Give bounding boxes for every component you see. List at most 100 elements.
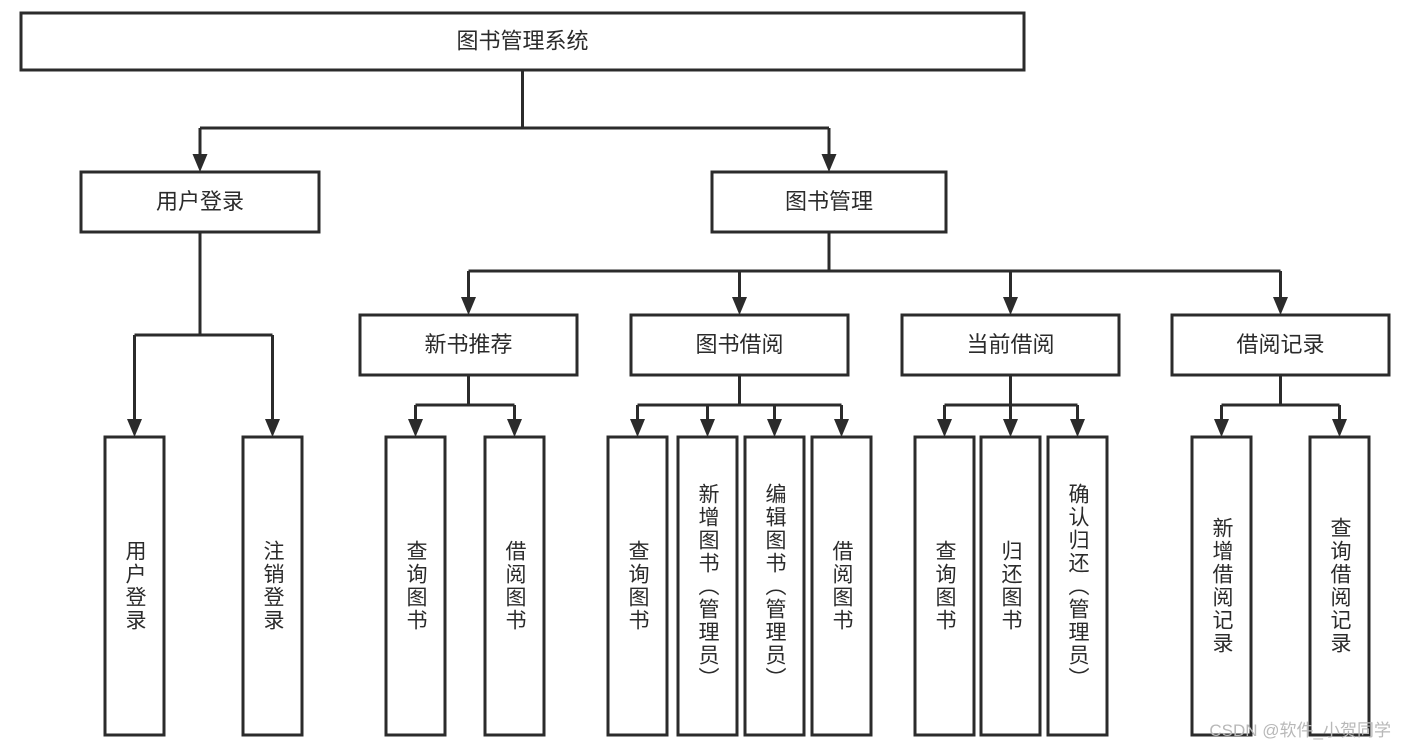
arrow-head-icon bbox=[767, 419, 782, 437]
arrow-head-icon bbox=[408, 419, 423, 437]
arrow-head-icon bbox=[1003, 297, 1018, 315]
arrow-head-icon bbox=[834, 419, 849, 437]
arrow-head-icon bbox=[732, 297, 747, 315]
connector-layer bbox=[127, 70, 1347, 437]
node-label-wrapper: 注销登录 bbox=[261, 540, 284, 632]
node-box[interactable] bbox=[606, 435, 669, 737]
node-label-wrapper: 用户登录 bbox=[123, 540, 146, 632]
node-leaf_3[interactable]: 借阅图书 bbox=[483, 435, 546, 737]
node-label: 查询图书 bbox=[404, 540, 427, 632]
arrow-head-icon bbox=[127, 419, 142, 437]
node-leaf_1[interactable]: 注销登录 bbox=[241, 435, 304, 737]
node-label-wrapper: 查询借阅记录 bbox=[1328, 517, 1351, 655]
node-l2_1[interactable]: 图书借阅 bbox=[629, 313, 850, 377]
node-box[interactable] bbox=[676, 435, 739, 737]
node-l2_0[interactable]: 新书推荐 bbox=[358, 313, 579, 377]
connector-group bbox=[630, 375, 849, 437]
node-leaf_10[interactable]: 确认归还（管理员） bbox=[1046, 435, 1109, 737]
connector-group bbox=[937, 375, 1085, 437]
arrow-head-icon bbox=[1070, 419, 1085, 437]
node-leaf_5[interactable]: 新增图书（管理员） bbox=[676, 435, 739, 737]
arrow-head-icon bbox=[1273, 297, 1288, 315]
arrow-head-icon bbox=[700, 419, 715, 437]
node-leaf_8[interactable]: 查询图书 bbox=[913, 435, 976, 737]
node-leaf_4[interactable]: 查询图书 bbox=[606, 435, 669, 737]
node-label: 借阅记录 bbox=[1236, 332, 1324, 357]
node-label-wrapper: 借阅图书 bbox=[830, 540, 853, 632]
arrow-head-icon bbox=[1003, 419, 1018, 437]
node-label-wrapper: 查询图书 bbox=[626, 540, 649, 632]
node-leaf_7[interactable]: 借阅图书 bbox=[810, 435, 873, 737]
node-box[interactable] bbox=[79, 170, 321, 234]
node-box[interactable] bbox=[1308, 435, 1371, 737]
node-box[interactable] bbox=[1190, 435, 1253, 737]
arrow-head-icon bbox=[821, 154, 837, 172]
arrow-head-icon bbox=[1214, 419, 1229, 437]
node-label: 图书管理 bbox=[785, 189, 873, 214]
node-box[interactable] bbox=[19, 11, 1026, 72]
node-label: 编辑图书（管理员） bbox=[763, 482, 786, 690]
node-leaf_0[interactable]: 用户登录 bbox=[103, 435, 166, 737]
node-label: 新书推荐 bbox=[424, 332, 512, 357]
node-label-wrapper: 新增借阅记录 bbox=[1210, 517, 1233, 655]
node-label-wrapper: 新增图书（管理员） bbox=[696, 482, 719, 690]
node-l2_2[interactable]: 当前借阅 bbox=[900, 313, 1121, 377]
node-leaf_9[interactable]: 归还图书 bbox=[979, 435, 1042, 737]
connector-group bbox=[127, 232, 280, 437]
node-label: 查询图书 bbox=[626, 540, 649, 632]
node-l1_1[interactable]: 图书管理 bbox=[710, 170, 948, 234]
node-leaf_6[interactable]: 编辑图书（管理员） bbox=[743, 435, 806, 737]
node-label-wrapper: 归还图书 bbox=[999, 540, 1022, 632]
node-box[interactable] bbox=[483, 435, 546, 737]
node-label: 借阅图书 bbox=[503, 540, 526, 632]
node-label: 当前借阅 bbox=[966, 332, 1054, 357]
node-box[interactable] bbox=[743, 435, 806, 737]
node-label: 图书管理系统 bbox=[456, 28, 588, 53]
arrow-head-icon bbox=[630, 419, 645, 437]
node-label: 归还图书 bbox=[999, 540, 1022, 632]
node-label: 图书借阅 bbox=[695, 332, 783, 357]
node-box[interactable] bbox=[629, 313, 850, 377]
arrow-head-icon bbox=[265, 419, 280, 437]
node-box[interactable] bbox=[358, 313, 579, 377]
node-leaf_2[interactable]: 查询图书 bbox=[384, 435, 447, 737]
node-leaf_11[interactable]: 新增借阅记录 bbox=[1190, 435, 1253, 737]
node-label: 借阅图书 bbox=[830, 540, 853, 632]
node-box[interactable] bbox=[810, 435, 873, 737]
connector-group bbox=[192, 70, 837, 172]
node-box[interactable] bbox=[241, 435, 304, 737]
node-label: 查询借阅记录 bbox=[1328, 517, 1351, 655]
node-label-wrapper: 确认归还（管理员） bbox=[1066, 483, 1089, 690]
csdn-watermark: CSDN @软件_小贺同学 bbox=[1209, 721, 1391, 740]
node-layer: 图书管理系统用户登录图书管理新书推荐图书借阅当前借阅借阅记录用户登录注销登录查询… bbox=[19, 11, 1391, 737]
node-box[interactable] bbox=[979, 435, 1042, 737]
node-label: 注销登录 bbox=[261, 540, 284, 632]
node-box[interactable] bbox=[913, 435, 976, 737]
arrow-head-icon bbox=[507, 419, 522, 437]
node-l1_0[interactable]: 用户登录 bbox=[79, 170, 321, 234]
node-box[interactable] bbox=[1170, 313, 1391, 377]
node-label-wrapper: 查询图书 bbox=[933, 540, 956, 632]
node-label-wrapper: 编辑图书（管理员） bbox=[763, 482, 786, 690]
node-label: 新增借阅记录 bbox=[1210, 517, 1233, 655]
connector-group bbox=[408, 375, 522, 437]
node-box[interactable] bbox=[103, 435, 166, 737]
node-box[interactable] bbox=[710, 170, 948, 234]
connector-group bbox=[1214, 375, 1347, 437]
arrow-head-icon bbox=[937, 419, 952, 437]
arrow-head-icon bbox=[1332, 419, 1347, 437]
node-box[interactable] bbox=[384, 435, 447, 737]
node-leaf_12[interactable]: 查询借阅记录 bbox=[1308, 435, 1371, 737]
node-root[interactable]: 图书管理系统 bbox=[19, 11, 1026, 72]
node-l2_3[interactable]: 借阅记录 bbox=[1170, 313, 1391, 377]
node-label: 用户登录 bbox=[156, 189, 244, 214]
node-label: 新增图书（管理员） bbox=[696, 482, 719, 690]
node-label: 用户登录 bbox=[123, 540, 146, 632]
arrow-head-icon bbox=[192, 154, 208, 172]
node-box[interactable] bbox=[1046, 435, 1109, 737]
node-label-wrapper: 借阅图书 bbox=[503, 540, 526, 632]
node-label-wrapper: 查询图书 bbox=[404, 540, 427, 632]
node-box[interactable] bbox=[900, 313, 1121, 377]
